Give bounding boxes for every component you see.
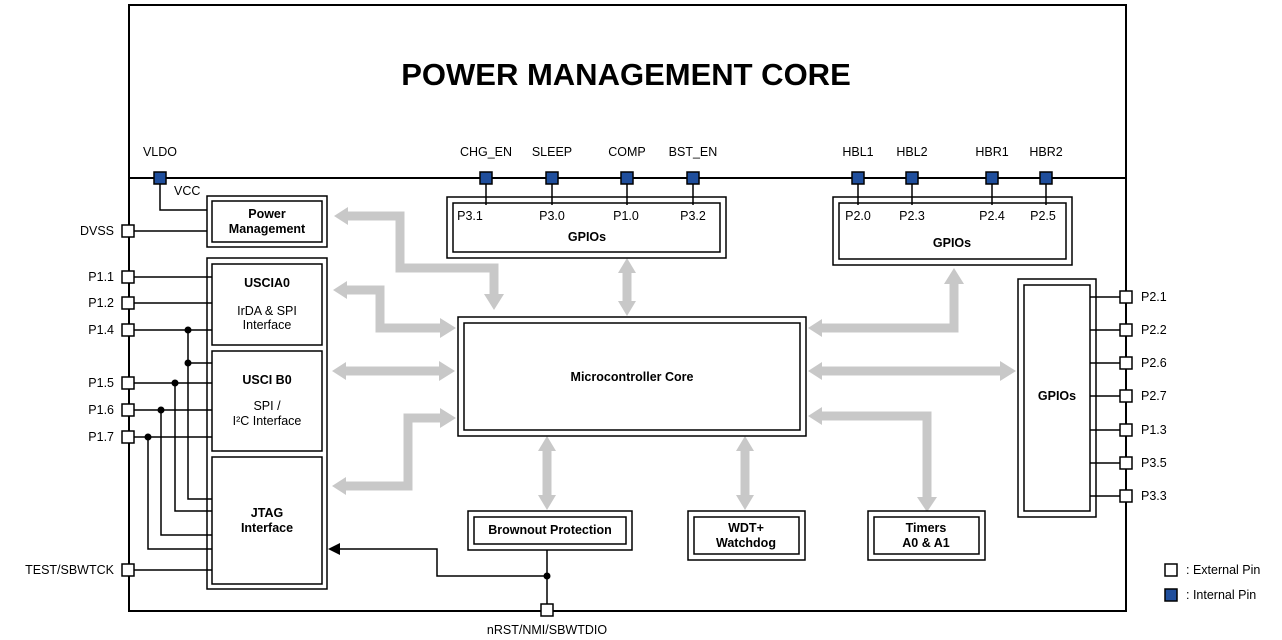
power-management-block: Power Management (206, 195, 328, 248)
usci-a0-desc2: Interface (243, 318, 292, 332)
gpios-right-block: GPIOs (1017, 278, 1097, 518)
label-p2-2: P2.2 (1141, 323, 1167, 337)
label-dvss: DVSS (80, 224, 114, 238)
gpios-top-right-block: P2.0 P2.3 P2.4 P2.5 GPIOs (832, 196, 1073, 266)
brownout-label: Brownout Protection (488, 523, 612, 537)
pin-hbr1 (985, 171, 999, 185)
brownout-protection-block: Brownout Protection (467, 510, 633, 551)
label-p2-7: P2.7 (1141, 389, 1167, 403)
label-hbl2: HBL2 (896, 145, 927, 159)
label-vldo: VLDO (143, 145, 177, 159)
junction-dots (144, 326, 551, 580)
microcontroller-core-label: Microcontroller Core (571, 370, 694, 384)
jtag-line2: Interface (241, 521, 293, 535)
jtag-line1: JTAG (251, 506, 283, 520)
label-hbl1: HBL1 (842, 145, 873, 159)
wdt-block: WDT+ Watchdog (687, 510, 806, 561)
label-p1-5: P1.5 (88, 376, 114, 390)
page-title: POWER MANAGEMENT CORE (401, 57, 851, 92)
gpio-pin-p3-2: P3.2 (680, 209, 706, 223)
label-p2-1: P2.1 (1141, 290, 1167, 304)
pin-hbr2 (1039, 171, 1053, 185)
gpio-pin-p2-4: P2.4 (979, 209, 1005, 223)
pin-comp (620, 171, 634, 185)
legend-internal-label: : Internal Pin (1186, 588, 1256, 602)
usci-a0-block: USCIA0 IrDA & SPI Interface (211, 263, 323, 346)
label-chg-en: CHG_EN (460, 145, 512, 159)
legend-internal-swatch (1164, 588, 1178, 602)
label-p1-2: P1.2 (88, 296, 114, 310)
power-management-line2: Management (229, 222, 306, 236)
legend-external-swatch (1164, 563, 1178, 577)
jtag-reset-arrowhead (328, 543, 340, 555)
gpio-pin-p2-0: P2.0 (845, 209, 871, 223)
label-comp: COMP (608, 145, 646, 159)
wdt-line1: WDT+ (728, 521, 764, 535)
label-p1-7: P1.7 (88, 430, 114, 444)
external-pins (121, 224, 1133, 617)
label-sleep: SLEEP (532, 145, 572, 159)
pin-bst-en (686, 171, 700, 185)
usci-b0-desc1: SPI / (253, 399, 281, 413)
pin-sleep (545, 171, 559, 185)
label-test-sbwtck: TEST/SBWTCK (25, 563, 115, 577)
gpio-pin-p3-0: P3.0 (539, 209, 565, 223)
timers-line2: A0 & A1 (902, 536, 950, 550)
label-p3-5: P3.5 (1141, 456, 1167, 470)
label-p3-3: P3.3 (1141, 489, 1167, 503)
usci-b0-block: USCI B0 SPI / I²C Interface (211, 350, 323, 452)
gpio-pin-p1-0: P1.0 (613, 209, 639, 223)
gpios-top-right-title: GPIOs (933, 236, 971, 250)
label-hbr1: HBR1 (975, 145, 1008, 159)
label-nrst: nRST/NMI/SBWTDIO (487, 623, 607, 637)
label-p2-6: P2.6 (1141, 356, 1167, 370)
bus-arrows (342, 211, 1002, 500)
usci-b0-name: USCI B0 (242, 373, 291, 387)
timers-line1: Timers (906, 521, 947, 535)
label-hbr2: HBR2 (1029, 145, 1062, 159)
pin-chg-en (479, 171, 493, 185)
signal-wires (134, 184, 1120, 604)
label-p1-1: P1.1 (88, 270, 114, 284)
bus-arrowheads (332, 207, 1016, 512)
pin-vldo (153, 171, 167, 185)
label-p1-3: P1.3 (1141, 423, 1167, 437)
pin-hbl2 (905, 171, 919, 185)
gpios-right-title: GPIOs (1038, 389, 1076, 403)
jtag-block: JTAG Interface (211, 456, 323, 585)
label-p1-4: P1.4 (88, 323, 114, 337)
label-vcc: VCC (174, 184, 200, 198)
internal-pins (153, 171, 1053, 185)
power-management-line1: Power (248, 207, 286, 221)
label-p1-6: P1.6 (88, 403, 114, 417)
usci-a0-desc1: IrDA & SPI (237, 304, 297, 318)
legend: : External Pin : Internal Pin (1164, 563, 1260, 602)
gpio-pin-p3-1: P3.1 (457, 209, 483, 223)
timers-block: Timers A0 & A1 (867, 510, 986, 561)
gpios-top-left-block: P3.1 P3.0 P1.0 P3.2 GPIOs (446, 196, 727, 259)
label-bst-en: BST_EN (669, 145, 718, 159)
wdt-line2: Watchdog (716, 536, 776, 550)
legend-external-label: : External Pin (1186, 563, 1260, 577)
gpio-pin-p2-3: P2.3 (899, 209, 925, 223)
usci-b0-desc2: I²C Interface (233, 414, 302, 428)
gpios-top-left-title: GPIOs (568, 230, 606, 244)
usci-a0-name: USCIA0 (244, 276, 290, 290)
pin-hbl1 (851, 171, 865, 185)
gpio-pin-p2-5: P2.5 (1030, 209, 1056, 223)
microcontroller-core-block: Microcontroller Core (457, 316, 807, 437)
